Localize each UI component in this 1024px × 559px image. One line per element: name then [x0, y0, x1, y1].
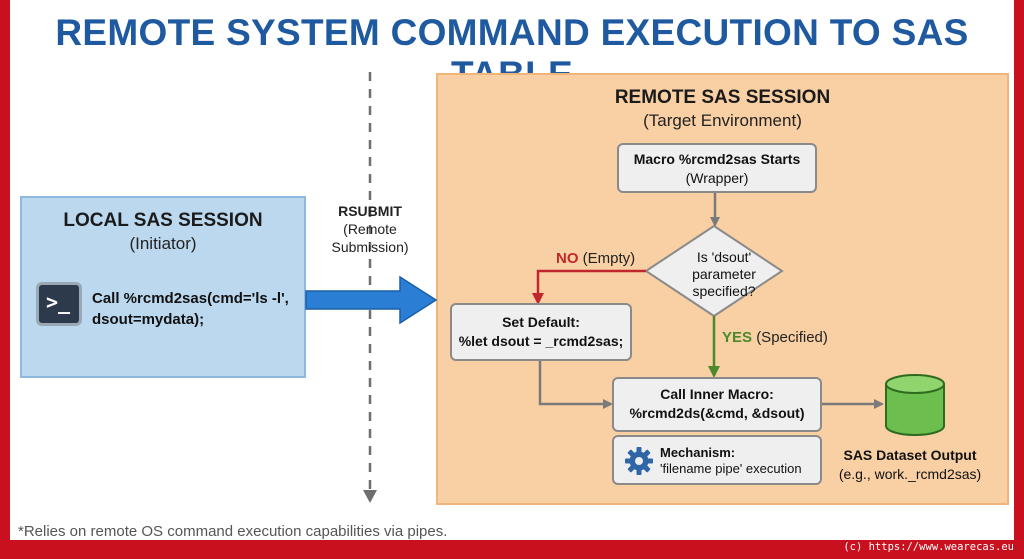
- dataset-output-label: SAS Dataset Output (e.g., work._rcmd2sas…: [825, 446, 995, 484]
- rsubmit-label: RSUBMIT (Remote Submission): [325, 202, 415, 256]
- mechanism-line-2: 'filename pipe' execution: [660, 461, 802, 476]
- terminal-glyph: >_: [46, 290, 71, 314]
- diagram-frame: REMOTE SYSTEM COMMAND EXECUTION TO SAS T…: [10, 0, 1014, 540]
- decision-label: Is 'dsout' parameter specified?: [660, 249, 788, 300]
- set-default-node: Set Default: %let dsout = _rcmd2sas;: [450, 303, 632, 361]
- gear-icon: [625, 447, 653, 475]
- decision-line-2: parameter: [692, 266, 756, 282]
- credit-text: (c) https://www.wearecas.eu: [843, 541, 1014, 553]
- decision-line-1: Is 'dsout': [696, 249, 752, 265]
- local-session-box: LOCAL SAS SESSION (Initiator) >_ Call %r…: [20, 196, 306, 378]
- set-default-line-2: %let dsout = _rcmd2sas;: [458, 333, 624, 349]
- yes-word: YES: [722, 329, 753, 346]
- inner-macro-line-1: Call Inner Macro:: [660, 386, 774, 402]
- yes-branch-label: YES (Specified): [722, 329, 828, 346]
- remote-session-subheading: (Target Environment): [643, 111, 802, 130]
- local-session-heading: LOCAL SAS SESSION: [63, 210, 263, 231]
- yes-detail: (Specified): [756, 329, 828, 346]
- no-detail: (Empty): [582, 250, 636, 267]
- call-statement: Call %rcmd2sas(cmd='ls -l', dsout=mydata…: [92, 288, 289, 330]
- macro-start-line-1: Macro %rcmd2sas Starts: [633, 151, 801, 167]
- macro-start-node: Macro %rcmd2sas Starts (Wrapper): [617, 143, 817, 193]
- database-icon: [885, 374, 945, 436]
- dataset-output-line-1: SAS Dataset Output: [843, 447, 977, 463]
- diagram-connectors: [305, 72, 945, 503]
- rsubmit-line-2: (Remote: [343, 221, 397, 237]
- rsubmit-line-3: Submission): [331, 239, 409, 255]
- inner-macro-line-2: %rcmd2ds(&cmd, &dsout): [629, 405, 805, 421]
- rsubmit-arrow: [305, 275, 438, 325]
- rsubmit-line-1: RSUBMIT: [338, 203, 402, 219]
- call-line-1: Call %rcmd2sas(cmd='ls -l',: [92, 290, 289, 307]
- local-session-subheading: (Initiator): [129, 234, 197, 253]
- set-default-line-1: Set Default:: [502, 314, 580, 330]
- mechanism-line-1: Mechanism:: [660, 445, 736, 460]
- inner-macro-node: Call Inner Macro: %rcmd2ds(&cmd, &dsout): [612, 377, 822, 432]
- no-branch-label: NO (Empty): [556, 250, 635, 267]
- macro-start-line-2: (Wrapper): [685, 170, 749, 186]
- remote-session-heading: REMOTE SAS SESSION: [614, 87, 831, 108]
- dataset-output-line-2: (e.g., work._rcmd2sas): [838, 466, 982, 482]
- default-to-inner-arrow: [538, 361, 613, 409]
- mechanism-node: Mechanism: 'filename pipe' execution: [612, 435, 822, 485]
- decision-line-3: specified?: [692, 283, 756, 299]
- call-line-2: dsout=mydata);: [92, 311, 205, 328]
- no-branch-arrow: [532, 269, 646, 305]
- terminal-icon: >_: [36, 282, 82, 326]
- mechanism-text: Mechanism: 'filename pipe' execution: [660, 445, 802, 477]
- divider-arrowhead: [363, 490, 377, 503]
- footnote: *Relies on remote OS command execution c…: [18, 523, 448, 540]
- no-word: NO: [556, 250, 579, 267]
